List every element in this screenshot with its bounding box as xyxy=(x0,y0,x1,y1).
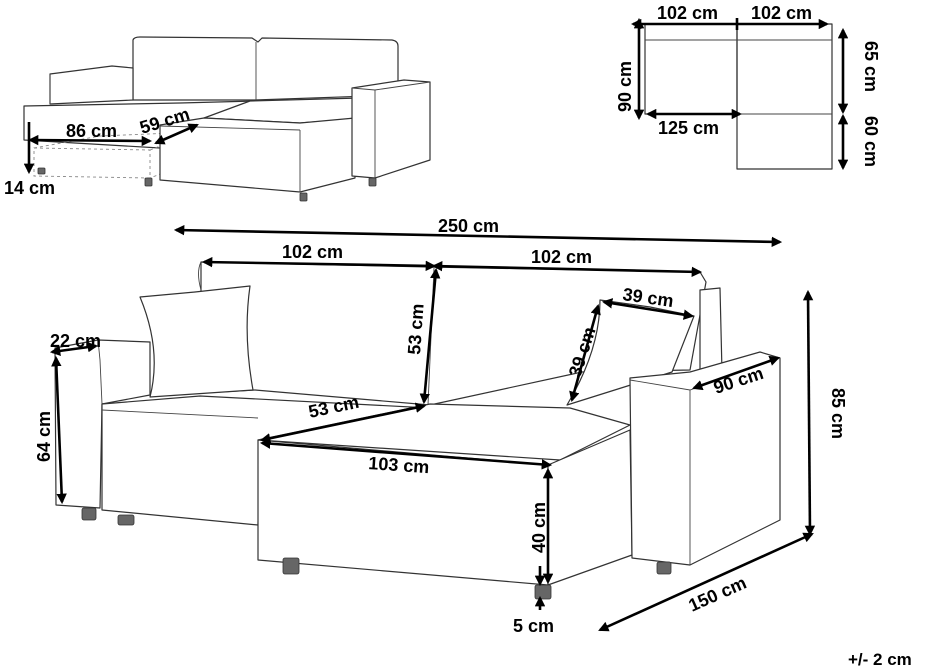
plan-view xyxy=(630,17,849,171)
fold-clearance-label: 14 cm xyxy=(4,178,55,198)
back-right-label: 102 cm xyxy=(531,247,592,267)
tolerance-note: +/- 2 cm xyxy=(848,650,912,669)
arm-width-label: 22 cm xyxy=(50,331,101,351)
sofa-bed-illustration xyxy=(23,36,431,202)
fold-depth-label: 86 cm xyxy=(66,121,117,141)
back-left-label: 102 cm xyxy=(282,242,343,262)
back-height-label: 53 cm xyxy=(404,303,428,355)
plan-w-left-label: 102 cm xyxy=(657,3,718,23)
arm-height-label: 64 cm xyxy=(34,411,54,462)
total-height-label: 85 cm xyxy=(828,388,848,439)
plan-h-right-bottom-label: 60 cm xyxy=(861,116,881,167)
total-width-label: 250 cm xyxy=(438,216,499,236)
total-depth-label: 150 cm xyxy=(685,573,749,616)
plan-h-left-label: 90 cm xyxy=(615,61,635,112)
plan-w-right-label: 102 cm xyxy=(751,3,812,23)
dimension-lines xyxy=(49,224,816,632)
seat-height-label: 40 cm xyxy=(529,502,549,553)
chaise-width-label: 103 cm xyxy=(368,453,430,477)
plan-h-right-top-label: 65 cm xyxy=(861,41,881,92)
plan-chaise-label: 125 cm xyxy=(658,118,719,138)
leg-height-label: 5 cm xyxy=(513,616,554,636)
